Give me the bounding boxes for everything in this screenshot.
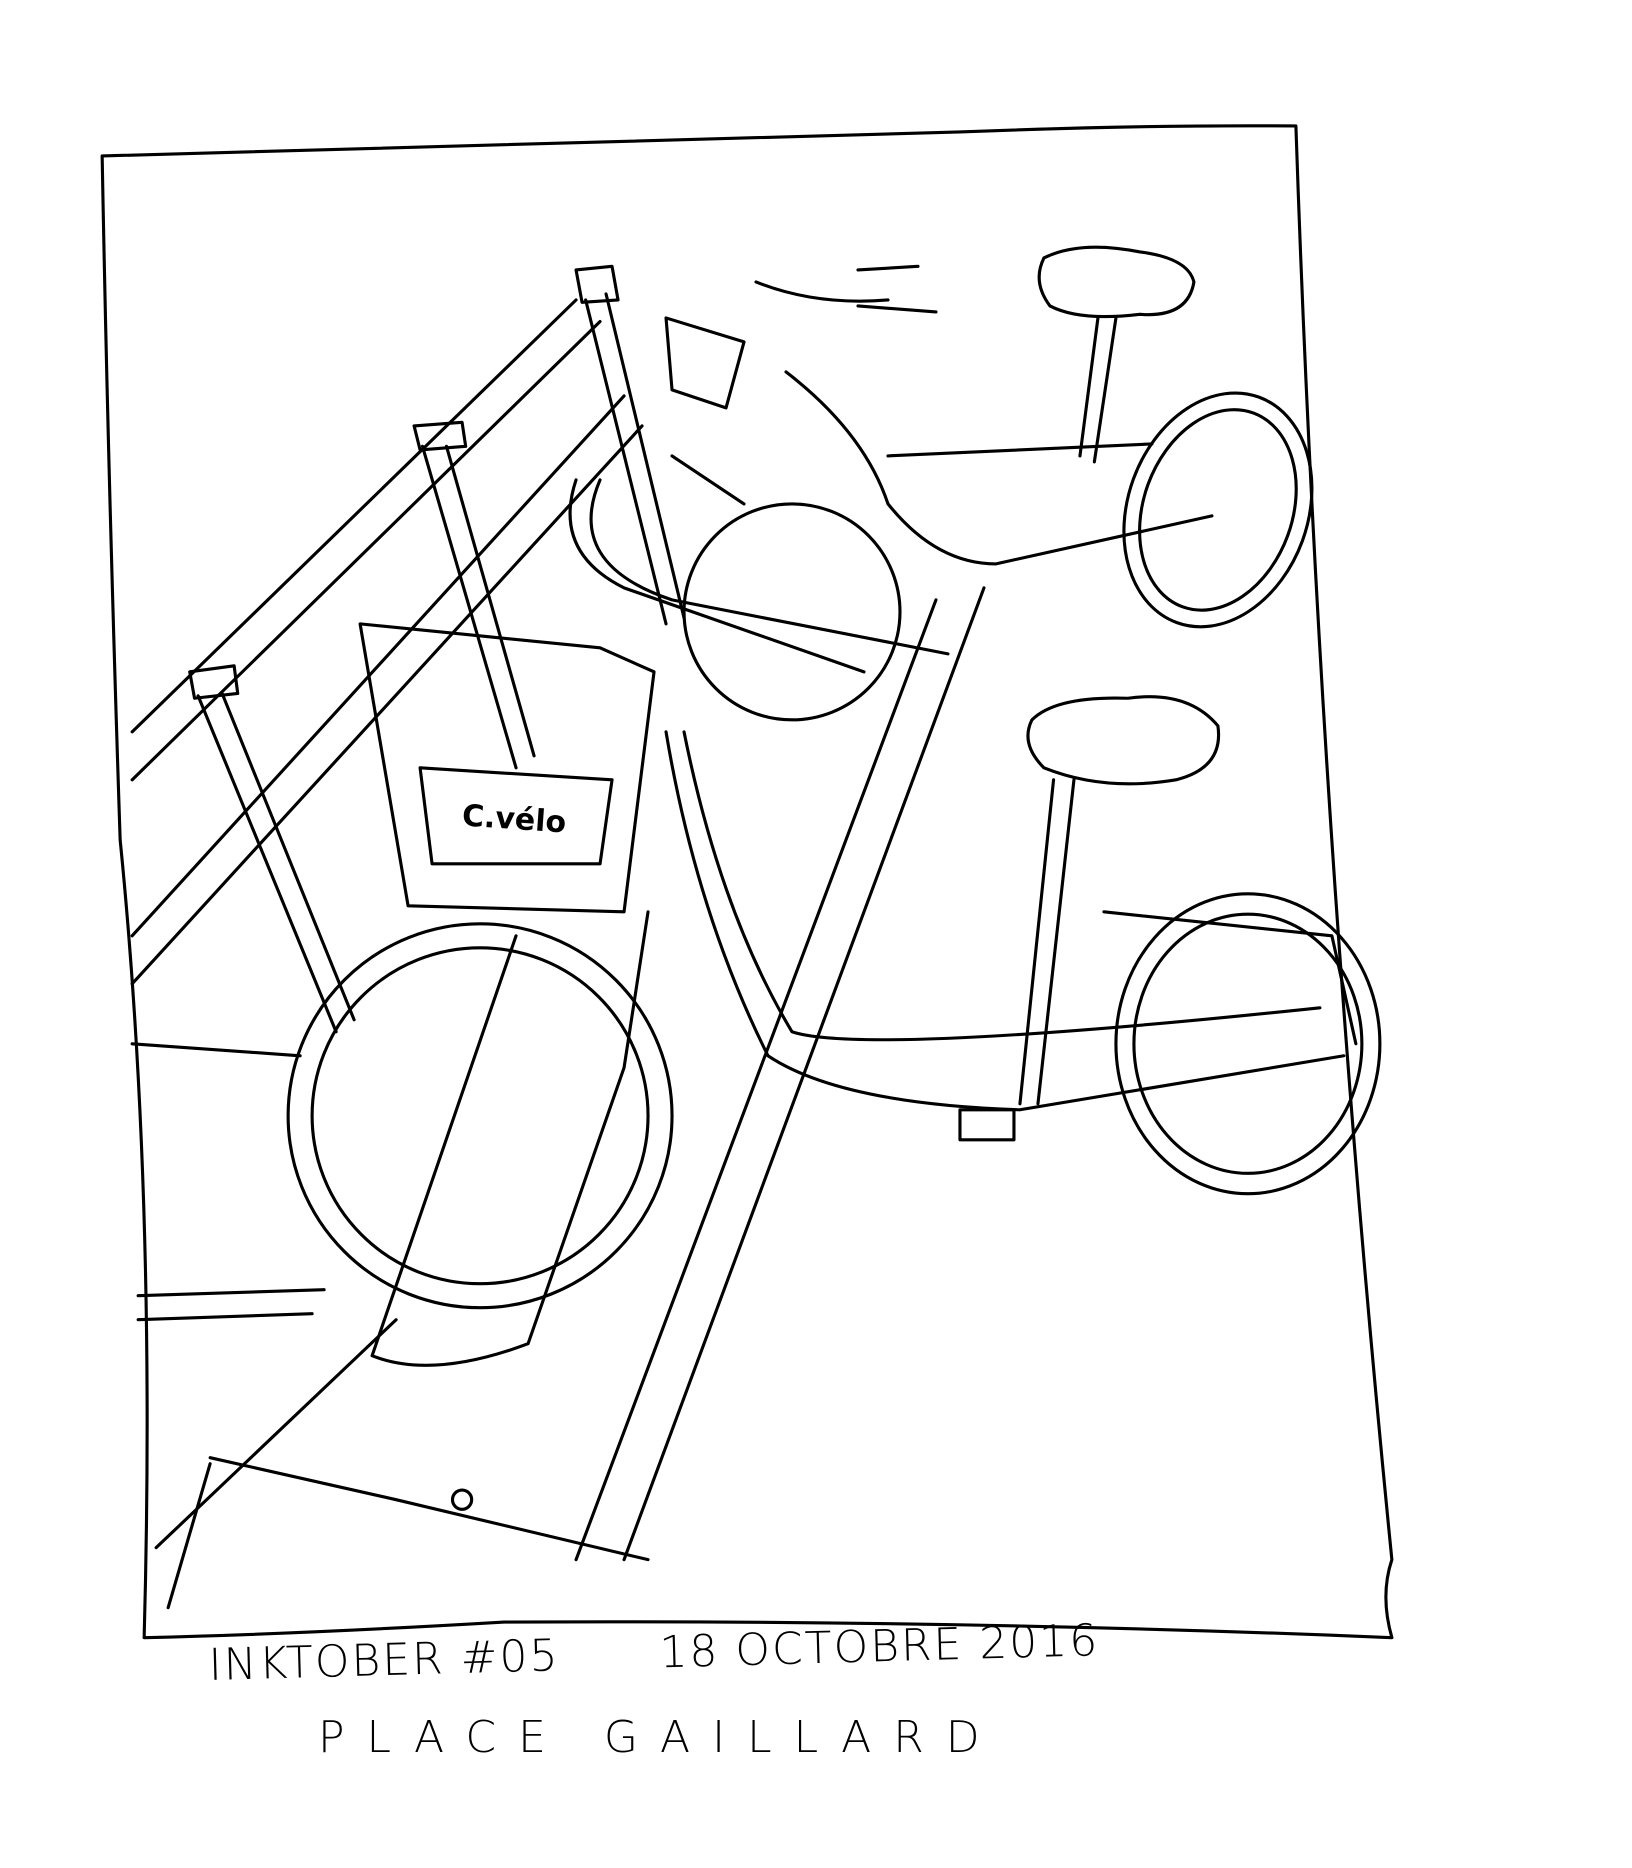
rear-bike [664,245,1314,722]
railing [130,264,686,1322]
caption-place: PLACE GAILLARD [318,1712,1002,1763]
drawing-frame [100,124,1394,1640]
caption-title: INKTOBER #05 [208,1630,561,1691]
basket-brand-label: C.vélo [460,798,568,841]
front-bike [286,454,1382,1367]
bike-rack-pavement [154,586,986,1610]
